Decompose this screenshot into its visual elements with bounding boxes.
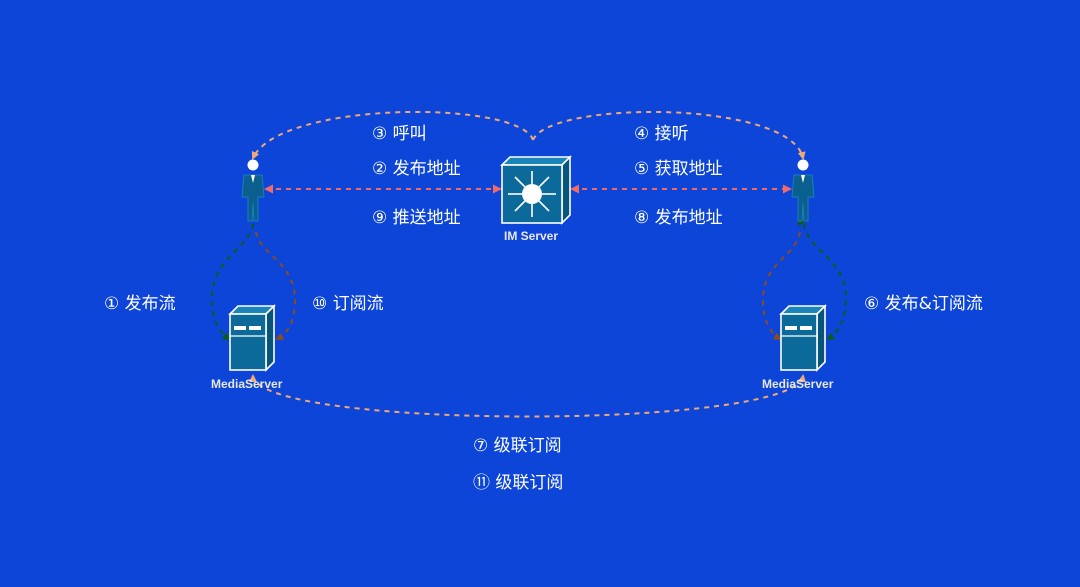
step-1-label: ① 发布流	[104, 294, 176, 314]
cascade-arrow	[252, 374, 807, 418]
left-media-server-label: MediaServer	[211, 377, 283, 391]
step-3-label: ③ 呼叫	[372, 124, 427, 144]
step-10-label: ⑩ 订阅流	[312, 294, 384, 314]
left-user-icon	[241, 159, 265, 222]
left-subscribe-arrow	[255, 231, 297, 340]
step-9-label: ⑨ 推送地址	[372, 208, 461, 228]
step-2-label: ② 发布地址	[372, 159, 461, 179]
step-11-label: ⑪ 级联订阅	[473, 473, 564, 493]
right-server-tower-icon	[779, 304, 827, 372]
step-5-label: ⑤ 获取地址	[634, 159, 723, 179]
right-publish-arrow	[803, 223, 848, 341]
step-6-label: ⑥ 发布&订阅流	[864, 294, 983, 314]
left-server-tower-icon	[228, 304, 276, 372]
step-8-label: ⑧ 发布地址	[634, 208, 723, 228]
network-switch-icon	[500, 155, 572, 225]
im-server-label: IM Server	[504, 229, 559, 243]
right-media-server-label: MediaServer	[762, 377, 834, 391]
right-subscribe-arrow	[761, 231, 801, 341]
right-user-icon	[791, 159, 815, 222]
step-4-label: ④ 接听	[634, 124, 689, 144]
left-publish-arrow	[210, 223, 254, 341]
answer-arrow	[532, 110, 806, 160]
step-7-label: ⑦ 级联订阅	[473, 436, 562, 456]
call-arrow	[251, 110, 534, 160]
